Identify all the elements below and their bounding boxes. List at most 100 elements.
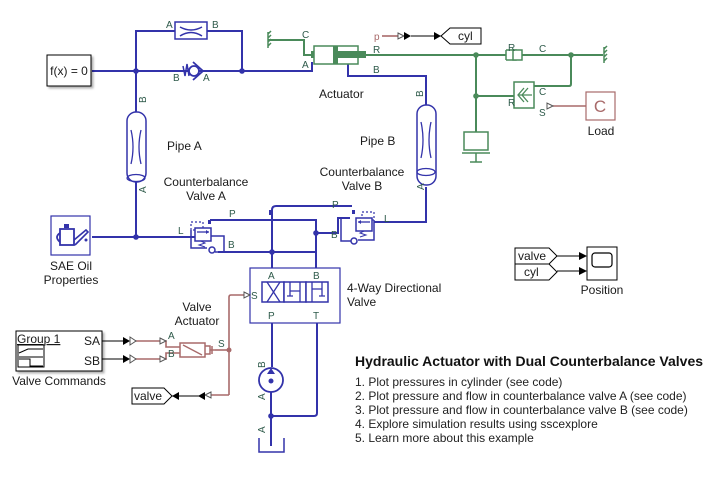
svg-text:S: S <box>251 291 258 302</box>
svg-text:R: R <box>508 43 515 54</box>
svg-text:Position: Position <box>581 283 624 297</box>
svg-text:Counterbalance: Counterbalance <box>164 175 249 189</box>
svg-text:R: R <box>373 45 380 56</box>
svg-text:cyl: cyl <box>524 265 539 279</box>
from-valve-tag[interactable]: valve <box>514 247 558 265</box>
svg-text:B: B <box>373 65 380 76</box>
from-cyl-tag[interactable]: cyl <box>514 263 558 281</box>
scope-signals <box>557 252 587 275</box>
svg-text:Valve A: Valve A <box>186 189 226 203</box>
link-sscexplore[interactable]: 4. Explore simulation results using ssce… <box>355 417 598 431</box>
force-source-block[interactable]: C R S <box>508 81 546 119</box>
valve-commands-signals <box>102 336 137 364</box>
oil-can-icon <box>56 224 90 246</box>
link-plot-cylinder-pressures[interactable]: 1. Plot pressures in cylinder (see code) <box>355 375 563 389</box>
svg-text:B: B <box>168 349 175 360</box>
tank-block[interactable]: A <box>257 426 285 453</box>
signal-builder-icon <box>17 344 45 368</box>
svg-text:L: L <box>384 214 390 225</box>
actuator-block[interactable]: C A R B Actuator <box>267 30 380 101</box>
ground-icon <box>267 30 272 48</box>
goto-cyl-tag[interactable]: cyl <box>440 27 482 45</box>
svg-text:A: A <box>268 271 275 282</box>
svg-text:P: P <box>268 311 275 322</box>
pipe-a-label: Pipe A <box>167 139 202 153</box>
svg-text:Actuator: Actuator <box>175 314 220 328</box>
svg-text:Valve B: Valve B <box>342 179 382 193</box>
counterbalance-valve-a-block[interactable]: L P B Counterbalance Valve A <box>164 175 249 254</box>
ground-icon <box>603 45 608 63</box>
svg-text:B: B <box>313 271 320 282</box>
port-arrow-icon <box>546 102 555 110</box>
solver-label: f(x) = 0 <box>50 64 88 78</box>
svg-text:T: T <box>313 311 319 322</box>
svg-text:Valve: Valve <box>182 300 211 314</box>
svg-text:B: B <box>228 240 235 251</box>
svg-text:valve: valve <box>518 249 546 263</box>
svg-text:B: B <box>415 90 426 97</box>
pressure-sensor-signal: p <box>374 32 442 43</box>
pump-block[interactable]: B A <box>257 361 284 400</box>
check-valve-block[interactable]: B A <box>173 61 210 84</box>
oil-properties-block[interactable]: SAE Oil Properties <box>44 215 99 287</box>
svg-text:P: P <box>332 200 339 211</box>
svg-text:A: A <box>302 60 309 71</box>
svg-text:A: A <box>257 393 268 400</box>
svg-text:L: L <box>178 226 184 237</box>
svg-text:Counterbalance: Counterbalance <box>320 165 405 179</box>
load-block[interactable]: C Load <box>585 91 616 138</box>
mass-block[interactable] <box>462 131 490 163</box>
mechanical-lines <box>366 54 603 135</box>
svg-text:cyl: cyl <box>458 29 473 43</box>
svg-text:R: R <box>508 98 515 109</box>
svg-text:C: C <box>302 30 309 41</box>
svg-text:C: C <box>594 97 606 116</box>
load-label: Load <box>588 124 615 138</box>
counterbalance-valve-b-block[interactable]: L P B Counterbalance Valve B <box>320 165 405 245</box>
link-learn-more[interactable]: 5. Learn more about this example <box>355 431 534 445</box>
svg-text:Valve: Valve <box>347 295 376 309</box>
solver-configuration-block[interactable]: f(x) = 0 <box>46 54 92 87</box>
damper-block[interactable]: R C <box>505 43 546 61</box>
svg-text:SA: SA <box>84 334 100 348</box>
orifice-block[interactable]: A B <box>166 20 219 40</box>
svg-text:p: p <box>374 32 380 43</box>
model-title: Hydraulic Actuator with Dual Counterbala… <box>355 353 704 369</box>
pipe-b-block[interactable]: B A Pipe B <box>360 90 437 190</box>
svg-text:SAE Oil: SAE Oil <box>50 259 92 273</box>
svg-text:A: A <box>257 426 268 433</box>
goto-valve-tag[interactable]: valve <box>131 387 205 405</box>
svg-text:A: A <box>138 186 149 193</box>
svg-text:B: B <box>331 230 338 241</box>
directional-valve-block[interactable]: A B P T S 4-Way Directional Valve <box>249 267 441 324</box>
pipe-a-block[interactable]: B A Pipe A <box>126 96 202 193</box>
svg-text:Properties: Properties <box>44 273 99 287</box>
valve-actuator-signal-lines <box>134 291 252 399</box>
valve-actuator-block[interactable]: A B S Valve Actuator <box>168 300 225 360</box>
hydraulic-lines <box>92 30 427 446</box>
scope-screen-icon <box>591 252 613 268</box>
valve-commands-block[interactable]: Group 1 SA SB Valve Commands <box>12 330 106 388</box>
svg-text:4-Way Directional: 4-Way Directional <box>347 281 441 295</box>
svg-text:B: B <box>138 96 149 103</box>
svg-text:C: C <box>539 44 546 55</box>
svg-text:Valve Commands: Valve Commands <box>12 374 106 388</box>
svg-text:B: B <box>212 20 219 31</box>
hydraulic-junctions <box>133 68 319 419</box>
svg-text:Group 1: Group 1 <box>17 332 61 346</box>
svg-text:C: C <box>539 87 546 98</box>
svg-text:S: S <box>218 339 225 350</box>
svg-text:P: P <box>229 209 236 220</box>
model-links: 1. Plot pressures in cylinder (see code)… <box>355 375 688 445</box>
actuator-label: Actuator <box>319 87 364 101</box>
mechanical-junctions <box>473 52 574 99</box>
position-scope-block[interactable]: Position <box>581 246 624 297</box>
link-plot-valve-b[interactable]: 3. Plot pressure and flow in counterbala… <box>355 403 688 417</box>
spring-icon <box>182 63 190 77</box>
svg-text:S: S <box>539 108 546 119</box>
pipe-b-label: Pipe B <box>360 134 395 148</box>
link-plot-valve-a[interactable]: 2. Plot pressure and flow in counterbala… <box>355 389 687 403</box>
svg-text:A: A <box>168 331 175 342</box>
svg-text:A: A <box>166 20 173 31</box>
